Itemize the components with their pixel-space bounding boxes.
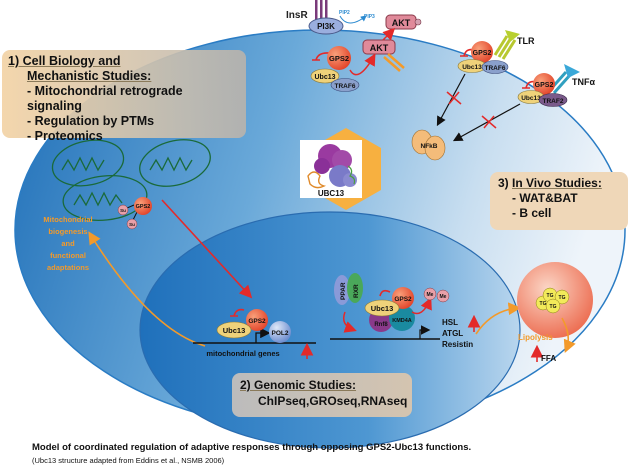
nucleus-to-mito-arrow bbox=[88, 231, 206, 347]
gps2-ubc13-traf6-complex-insr: GPS2 Ubc13 TRAF6 bbox=[310, 46, 376, 92]
tnfa-label: TNFα bbox=[572, 77, 595, 87]
svg-text:GPS2: GPS2 bbox=[136, 204, 151, 210]
svg-text:Mitochondrial: Mitochondrial bbox=[43, 215, 92, 224]
svg-text:GPS2: GPS2 bbox=[394, 296, 412, 303]
svg-text:Me: Me bbox=[440, 294, 447, 300]
svg-text:TG: TG bbox=[547, 293, 554, 299]
methyl-marks: Me Me bbox=[423, 287, 450, 303]
insr-label: InsR bbox=[286, 10, 308, 21]
svg-text:adaptations: adaptations bbox=[47, 263, 89, 272]
svg-text:ATGL: ATGL bbox=[442, 329, 463, 338]
akt-phospho-label: AKT bbox=[392, 18, 411, 28]
pip3-label: PIP3 bbox=[364, 14, 375, 20]
svg-text:HSL: HSL bbox=[442, 318, 458, 327]
gps2-ubc13-pol2-complex: GPS2 Ubc13 POL2 bbox=[216, 308, 291, 343]
svg-text:Ubc13: Ubc13 bbox=[314, 74, 335, 81]
svg-text:Ubc13: Ubc13 bbox=[223, 326, 246, 335]
triglycerides: TG TG TG TG bbox=[535, 287, 570, 314]
target-tss-arrow bbox=[419, 325, 431, 339]
svg-text:TRAF2: TRAF2 bbox=[543, 98, 564, 105]
target-genes: HSL ATGL Resistin bbox=[442, 318, 473, 349]
akt-label: AKT bbox=[370, 43, 389, 53]
mito-adaptation-text: Mitochondrial biogenesis and functional … bbox=[43, 215, 92, 272]
svg-text:Su: Su bbox=[120, 208, 126, 213]
svg-text:KMD4A: KMD4A bbox=[392, 318, 412, 324]
svg-text:TG: TG bbox=[540, 301, 547, 307]
svg-text:biogenesis: biogenesis bbox=[48, 227, 87, 236]
figure-caption: Model of coordinated regulation of adapt… bbox=[32, 442, 472, 453]
pi3k-label: PI3K bbox=[317, 22, 335, 31]
ffa-label: FFA bbox=[541, 354, 556, 363]
box3-item: - B cell bbox=[512, 206, 552, 220]
mito-tss-arrow bbox=[255, 327, 271, 343]
svg-text:GPS2: GPS2 bbox=[473, 50, 492, 57]
box3-item: - WAT&BAT bbox=[512, 191, 578, 205]
in-vivo-box: 3) In Vivo Studies: - WAT&BAT - B cell bbox=[490, 172, 628, 230]
ppar-rxr: PPAR RXR bbox=[334, 273, 363, 305]
demethylation-arrow bbox=[411, 297, 432, 315]
svg-text:NFkB: NFkB bbox=[421, 143, 438, 150]
phospho-icon bbox=[414, 18, 422, 26]
tlr-ligand bbox=[505, 30, 520, 42]
svg-text:TRAF6: TRAF6 bbox=[335, 83, 356, 90]
pi3k bbox=[308, 17, 344, 35]
ppar-to-promoter-arrow bbox=[342, 311, 357, 333]
svg-text:GPS2: GPS2 bbox=[329, 54, 349, 63]
svg-text:Ubc13: Ubc13 bbox=[521, 95, 541, 102]
svg-text:Me: Me bbox=[427, 292, 434, 298]
figure-caption-source: (Ubc13 structure adapted from Eddins et … bbox=[32, 456, 225, 465]
gps2-ubc13-traf2-complex-tnf: GPS2 Ubc13 TRAF2 bbox=[517, 73, 568, 107]
svg-text:RXR: RXR bbox=[353, 284, 360, 298]
box1-item: - Regulation by PTMs bbox=[27, 114, 155, 128]
pip2-label: PIP2 bbox=[339, 10, 350, 16]
akt bbox=[362, 39, 396, 55]
svg-text:GPS2: GPS2 bbox=[248, 318, 266, 325]
akt-activation-arrow bbox=[382, 27, 396, 41]
ubc13-protein-blobs bbox=[307, 144, 357, 189]
mito-to-nucleus-arrow bbox=[161, 199, 253, 299]
svg-text:TG: TG bbox=[550, 304, 557, 310]
tlr-label: TLR bbox=[517, 36, 535, 46]
gps2-sumoylated: Su Su GPS2 bbox=[117, 197, 152, 230]
cell-biology-box: 1) Cell Biology and Mechanistic Studies:… bbox=[2, 50, 246, 143]
gps2-ubc13-traf6-complex-tlr: GPS2 Ubc13 TRAF6 bbox=[457, 41, 509, 74]
svg-text:POL2: POL2 bbox=[272, 330, 289, 337]
svg-text:TRAF6: TRAF6 bbox=[485, 65, 506, 72]
svg-text:Ubc13: Ubc13 bbox=[462, 64, 482, 71]
mitochondria bbox=[51, 139, 211, 221]
tlr-receptor bbox=[493, 35, 517, 60]
inhibition-cross-icon bbox=[446, 91, 497, 129]
insr-receptor bbox=[315, 0, 328, 26]
mito-genes-label: mitochondrial genes bbox=[206, 349, 279, 358]
box1-item: - Proteomics bbox=[27, 129, 103, 143]
svg-text:Su: Su bbox=[129, 222, 135, 227]
lipolysis-arrow bbox=[475, 302, 522, 335]
box3-title: In Vivo Studies: bbox=[512, 176, 602, 190]
svg-text:and: and bbox=[61, 239, 75, 248]
box2-body: ChIPseq,GROseq,RNAseq bbox=[258, 394, 408, 408]
ffa-release-arrow bbox=[561, 317, 576, 353]
tnf-nfkb-arrow bbox=[452, 103, 521, 142]
svg-text:GPS2: GPS2 bbox=[535, 82, 554, 89]
tnf-ligand bbox=[564, 64, 580, 78]
box1-title-line2: Mechanistic Studies: bbox=[27, 69, 152, 83]
box3-prefix: 3) bbox=[498, 176, 513, 190]
genomic-box: 2) Genomic Studies: ChIPseq,GROseq,RNAse… bbox=[232, 373, 412, 417]
gps2-ubc13-rnf8-kmd4a-complex: Rnf8 KMD4A GPS2 Ubc13 bbox=[364, 287, 415, 332]
box1-item: - Mitochondrial retrograde signaling bbox=[27, 84, 183, 113]
ubc13-structure-label: UBC13 bbox=[318, 189, 345, 198]
lipolysis-label: Lipolysis bbox=[518, 333, 553, 342]
box2-title: 2) Genomic Studies: bbox=[240, 378, 357, 392]
svg-text:TG: TG bbox=[559, 295, 566, 301]
tlr-nfkb-arrow bbox=[436, 73, 466, 127]
membrane-anchor bbox=[383, 53, 405, 72]
svg-text:Ubc13: Ubc13 bbox=[371, 304, 394, 313]
box1-title-line1: 1) Cell Biology and bbox=[8, 54, 121, 68]
svg-text:Rnf8: Rnf8 bbox=[374, 322, 388, 328]
svg-text:PPAR: PPAR bbox=[340, 282, 347, 300]
pip-arrow bbox=[339, 15, 367, 24]
svg-text:Resistin: Resistin bbox=[442, 340, 473, 349]
nfkb: NFkB bbox=[411, 129, 446, 161]
svg-text:functional: functional bbox=[50, 251, 86, 260]
